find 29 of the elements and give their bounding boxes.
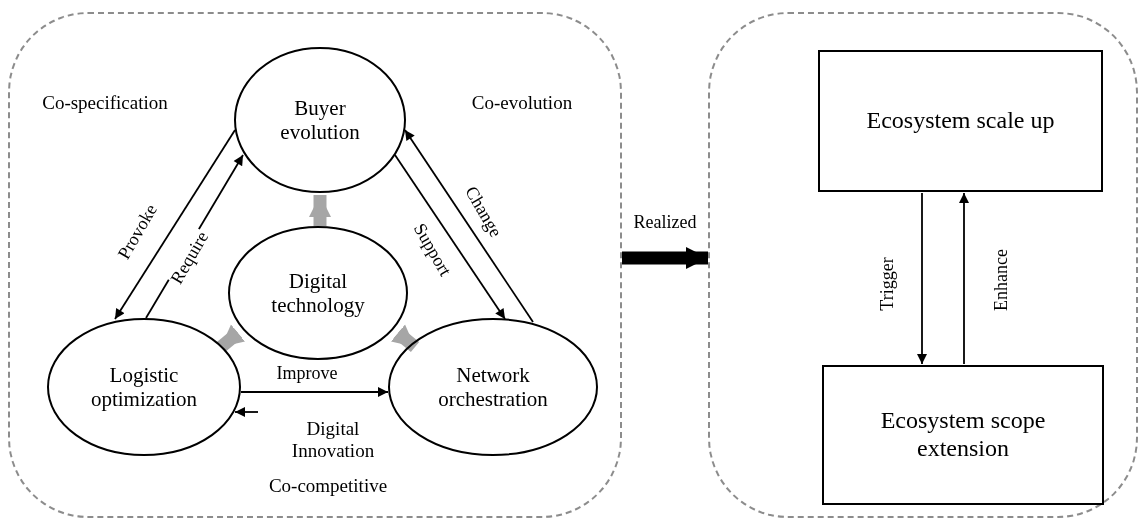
block-arrow (622, 247, 708, 269)
text-label: Co-competitive (268, 475, 388, 497)
process-box (822, 365, 1104, 505)
block-arrow (391, 324, 420, 352)
block-arrow (216, 324, 245, 353)
text-label: Co-specification (42, 92, 168, 114)
node-label: Buyer evolution (279, 95, 361, 145)
text-label: Co-evolution (471, 92, 573, 114)
ellipse-node (388, 318, 598, 456)
node-label: Ecosystem scale up (866, 107, 1055, 135)
arrow (114, 129, 236, 320)
arrow (234, 407, 259, 417)
ellipse-node (228, 226, 408, 360)
arrow (404, 129, 534, 323)
ellipse-node (234, 47, 406, 193)
node-label: Logistic optimization (89, 362, 199, 412)
process-box (818, 50, 1103, 192)
node-label: Network orchestration (437, 362, 549, 412)
text-label: Digital Innovation (290, 418, 376, 462)
edge-label: Trigger (878, 256, 898, 312)
arrow (240, 387, 389, 397)
arrow (394, 154, 506, 320)
ellipse-node (47, 318, 241, 456)
arrow (917, 192, 927, 365)
edge-label: Improve (275, 364, 339, 384)
block-arrow (309, 195, 331, 226)
node-label: Digital technology (270, 268, 366, 318)
arrow (959, 192, 969, 365)
node-label: Ecosystem scope extension (879, 407, 1047, 463)
